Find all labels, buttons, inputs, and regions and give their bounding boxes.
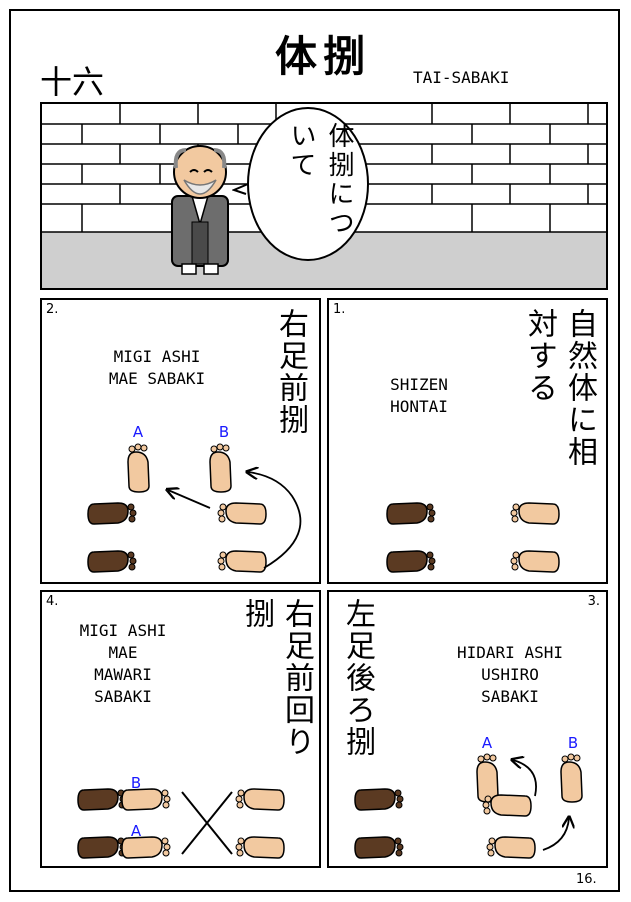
romaji-line: MAE — [108, 643, 138, 662]
romaji-line: MAWARI — [94, 665, 152, 684]
panel-number: 4. — [46, 594, 59, 609]
romaji-line: SHIZEN — [390, 375, 448, 394]
foot-partner — [87, 550, 137, 573]
page-title: 体捌 — [275, 32, 372, 81]
foot-own — [209, 443, 232, 493]
panel-3: 3. 左足後ろ捌 HIDARI ASHI USHIRO SABAKI A B — [327, 590, 608, 868]
panel-kanji: 右足前捌 — [273, 308, 308, 436]
foot-own — [476, 753, 499, 803]
foot-own — [510, 550, 560, 573]
romaji-line: MIGI ASHI — [79, 621, 167, 640]
page-number: 16. — [576, 872, 597, 887]
speech-text: 体捌について — [286, 122, 354, 238]
panel-number: 2. — [46, 302, 59, 317]
foot-partner — [77, 836, 127, 859]
intro-panel: 体捌について — [40, 102, 608, 290]
footwork-diagram: B A — [77, 774, 285, 859]
foot-own — [121, 836, 171, 859]
foot-partner — [354, 788, 404, 811]
mark-label: B — [219, 423, 229, 441]
arrow-icon — [513, 760, 537, 797]
foot-partner — [386, 502, 436, 525]
panel-4: 4. 右足前回り捌 MIGI ASHI MAE MAWARI SABAKI B … — [40, 590, 321, 868]
sensei-figure — [171, 145, 229, 275]
footwork-diagram — [386, 502, 560, 573]
panel-kanji: 左足後ろ捌 — [340, 598, 375, 758]
chapter-number: 十六 — [40, 63, 105, 101]
panel-romaji: MIGI ASHI MAE MAWARI SABAKI — [58, 620, 188, 708]
foot-own — [560, 753, 583, 803]
speech-bubble — [232, 107, 369, 261]
romaji-line: MIGI ASHI — [113, 347, 201, 366]
foot-own — [217, 550, 267, 573]
foot-own — [235, 836, 285, 859]
panel-romaji: SHIZEN HONTAI — [359, 374, 479, 418]
panel-2: 2. 右足前捌 MIGI ASHI MAE SABAKI A B — [40, 298, 321, 584]
mark-label: A — [482, 734, 493, 752]
arrow-icon — [168, 490, 211, 509]
foot-own — [217, 502, 267, 525]
mark-label: A — [131, 822, 142, 840]
romaji-line: SABAKI — [94, 687, 152, 706]
romaji-line: USHIRO — [481, 665, 539, 684]
foot-own — [121, 788, 171, 811]
panel-1: 1. 自然体に相対する SHIZEN HONTAI — [327, 298, 608, 584]
arrow-icon — [248, 472, 302, 569]
panel-number: 1. — [333, 302, 346, 317]
panel-kanji: 自然体に相対する — [522, 308, 597, 468]
panel-romaji: HIDARI ASHI USHIRO SABAKI — [425, 642, 595, 708]
foot-partner — [386, 550, 436, 573]
arrow-icon — [542, 818, 569, 851]
footwork-diagram: A B — [354, 734, 583, 859]
footwork-diagram: A B — [87, 423, 302, 573]
romaji-line: HIDARI ASHI — [457, 643, 563, 662]
mark-label: B — [131, 774, 141, 792]
foot-own — [486, 836, 536, 859]
foot-own — [510, 502, 560, 525]
foot-own — [235, 788, 285, 811]
romaji-line: MAE SABAKI — [108, 369, 206, 388]
foot-partner — [77, 788, 127, 811]
page-border — [9, 9, 620, 892]
panel-number: 3. — [587, 594, 600, 609]
romaji-line: SABAKI — [481, 687, 539, 706]
foot-own — [127, 443, 150, 493]
panel-romaji: MIGI ASHI MAE SABAKI — [72, 346, 242, 390]
romaji-line: HONTAI — [390, 397, 448, 416]
page-subtitle: TAI-SABAKI — [413, 68, 510, 87]
foot-own — [482, 794, 532, 817]
panel-kanji: 右足前回り捌 — [239, 598, 314, 758]
mark-label: A — [133, 423, 144, 441]
cross-line — [181, 791, 233, 855]
foot-partner — [354, 836, 404, 859]
foot-partner — [87, 502, 137, 525]
mark-label: B — [568, 734, 578, 752]
